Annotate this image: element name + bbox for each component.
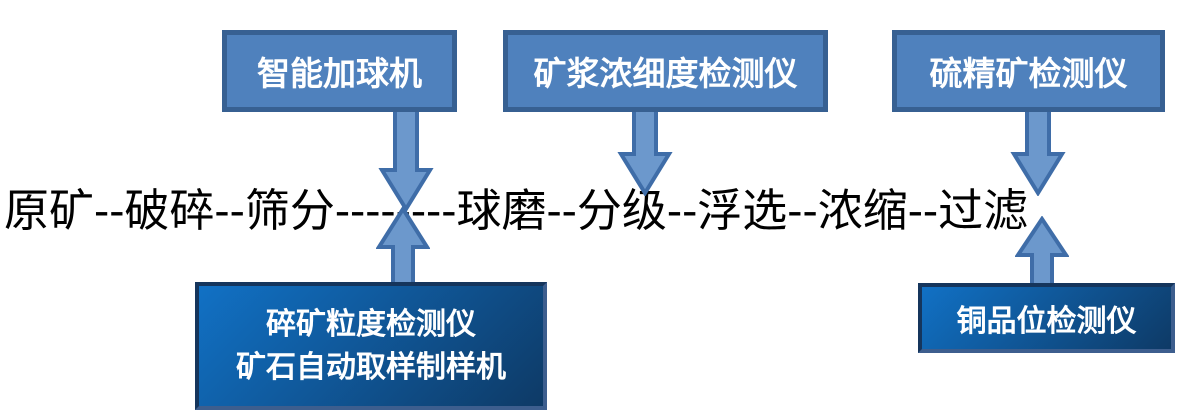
- box-label-line-2: 矿石自动取样制样机: [236, 351, 506, 384]
- box-label: 铜品位检测仪: [956, 305, 1137, 338]
- box-label: 矿浆浓细度检测仪: [533, 55, 798, 92]
- process-flow-line: 原矿--破碎--筛分--------球磨--分级--浮选--浓缩--过滤: [4, 184, 1029, 237]
- label-box-sulfur-concentrate-detector: 硫精矿检测仪: [892, 30, 1165, 112]
- label-box-copper-grade-detector: 铜品位检测仪: [918, 283, 1175, 353]
- label-box-intelligent-ball-feeder: 智能加球机: [222, 30, 457, 112]
- down-arrow-icon: [378, 108, 434, 212]
- box-label: 智能加球机: [257, 55, 422, 92]
- box-label-line-1: 碎矿粒度检测仪: [266, 307, 476, 341]
- label-box-ore-size-detector-and-sampler: 碎矿粒度检测仪 矿石自动取样制样机: [195, 282, 547, 410]
- down-arrow-icon: [617, 108, 673, 196]
- up-arrow-icon: [1015, 216, 1069, 286]
- down-arrow-icon: [1010, 108, 1066, 196]
- up-arrow-icon: [376, 206, 430, 286]
- box-label: 硫精矿检测仪: [929, 55, 1128, 92]
- label-box-pulp-density-fineness-detector: 矿浆浓细度检测仪: [503, 30, 828, 112]
